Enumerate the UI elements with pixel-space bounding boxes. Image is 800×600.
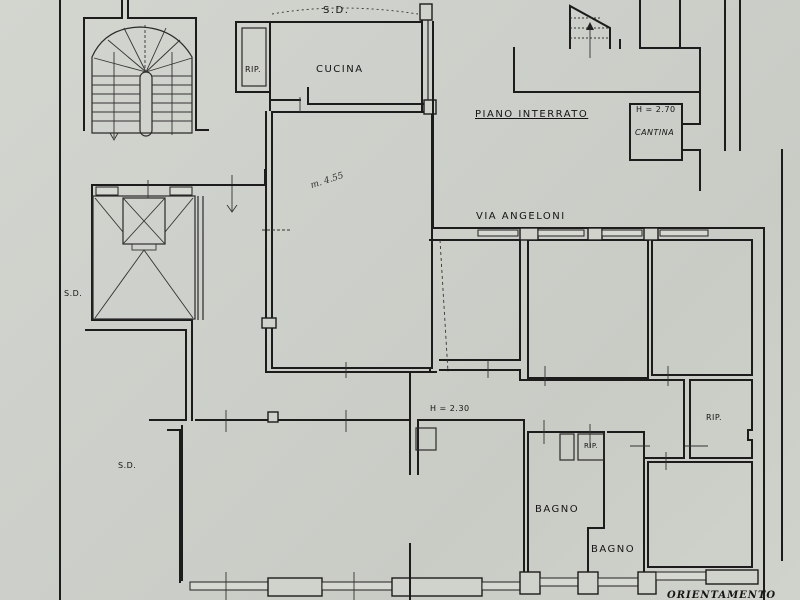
basement-block	[432, 0, 765, 600]
central-room	[261, 97, 437, 378]
room-label-rip-top: RIP.	[245, 65, 262, 74]
floor-label: PIANO INTERRATO	[475, 109, 589, 120]
kitchen-block	[235, 3, 433, 111]
sd-label-left-lower: S.D.	[118, 461, 137, 470]
street-label: VIA ANGELONI	[476, 211, 566, 222]
room-label-rip-right: RIP.	[706, 413, 723, 422]
room-label-cucina: CUCINA	[316, 64, 364, 75]
bathrooms	[519, 420, 657, 595]
sd-label-top: S.D.	[323, 5, 350, 16]
spiral-staircase	[83, 0, 209, 141]
orientation-label: ORIENTAMENTO	[667, 590, 777, 600]
room-label-bagno-2: BAGNO	[591, 544, 636, 555]
cantina-height-note: H = 2.70	[636, 105, 676, 114]
main-height-note: H = 2.30	[430, 404, 470, 413]
elevator-shaft	[91, 180, 211, 336]
room-label-rip-small: RIP.	[584, 442, 599, 450]
sd-label-left-upper: S.D.	[64, 289, 83, 298]
room-label-cantina: CANTINA	[635, 128, 675, 137]
bottom-right-room	[643, 379, 759, 585]
storage-room-right	[689, 379, 753, 459]
large-room-bottom	[181, 371, 525, 600]
room-label-bagno-1: BAGNO	[535, 504, 580, 515]
street-rooms	[429, 227, 753, 386]
